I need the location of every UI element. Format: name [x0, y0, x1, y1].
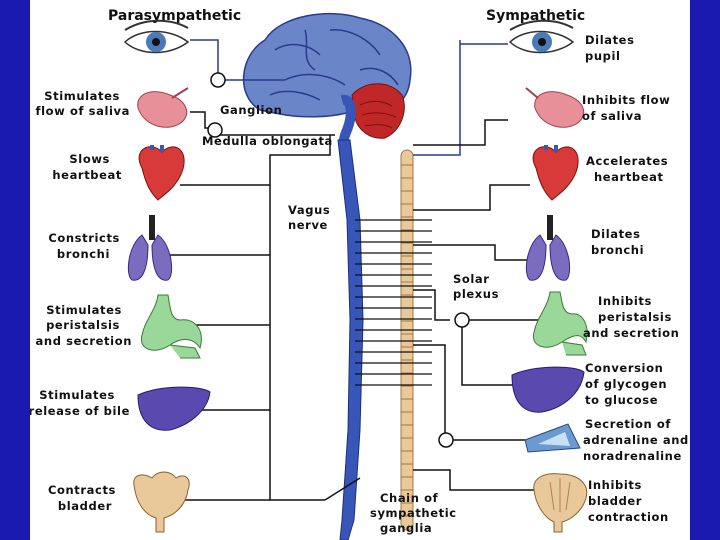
stomach-left	[140, 294, 202, 359]
brain-illustration	[243, 12, 412, 141]
left-label-gut-3: and secretion	[36, 334, 132, 348]
left-label-gut-2: peristalsis	[46, 318, 120, 332]
sympathetic-chain	[400, 149, 414, 531]
sympathetic-header: Sympathetic	[486, 8, 585, 24]
eye-left	[123, 19, 190, 54]
right-label-adrenaline-3: noradrenaline	[583, 449, 682, 463]
right-label-bladder-3: contraction	[588, 510, 669, 524]
right-label-saliva-1: Inhibits flow	[582, 93, 670, 107]
right-label-glycogen-3: to glucose	[585, 393, 658, 407]
left-label-bronchi-1: Constricts	[48, 231, 120, 245]
vagus-nerve-label-1: Vagus	[288, 203, 330, 217]
bladder-left	[133, 471, 190, 533]
adrenal-gland-right	[524, 423, 581, 453]
right-label-bladder-2: bladder	[588, 494, 642, 508]
chain-label-2: sympathetic	[370, 506, 457, 520]
solar-plexus-label-1: Solar	[453, 272, 490, 286]
liver-left	[137, 386, 211, 431]
right-label-pupil-1: Dilates	[585, 33, 635, 47]
right-label-gut-3: and secretion	[583, 326, 679, 340]
lungs-right	[525, 215, 571, 281]
solar-plexus-label-2: plexus	[453, 287, 499, 301]
right-label-bronchi-2: bronchi	[591, 243, 644, 257]
left-label-saliva-2: flow of saliva	[35, 104, 130, 118]
right-label-heart-1: Accelerates	[586, 154, 668, 168]
salivary-gland-left	[137, 87, 189, 128]
left-labels: Stimulates flow of saliva Slows heartbea…	[30, 89, 132, 513]
right-label-pupil-2: pupil	[585, 49, 621, 63]
right-label-heart-2: heartbeat	[594, 170, 664, 184]
left-label-bile-2: release of bile	[30, 404, 130, 418]
left-label-bronchi-2: bronchi	[57, 247, 110, 261]
left-label-bile-1: Stimulates	[39, 388, 115, 402]
autonomic-nervous-system-diagram: Parasympathetic Sympathetic	[30, 8, 689, 540]
sympathetic-wiring	[413, 40, 550, 491]
diagram-stage: Parasympathetic Sympathetic	[30, 0, 690, 540]
salivary-gland-right	[525, 87, 585, 128]
ganglion-eye-left	[210, 72, 226, 88]
chain-label-3: ganglia	[380, 521, 432, 535]
right-label-gut-1: Inhibits	[598, 294, 652, 308]
solar-plexus-ganglion	[454, 312, 470, 328]
eye-right	[508, 19, 575, 54]
right-label-glycogen-2: of glycogen	[585, 377, 667, 391]
nerve-ladder	[355, 219, 432, 386]
medulla-oblongata-label: Medulla oblongata	[202, 134, 333, 148]
right-label-bronchi-1: Dilates	[591, 227, 641, 241]
left-label-gut-1: Stimulates	[46, 303, 122, 317]
vagus-nerve-label-2: nerve	[288, 218, 328, 232]
right-label-glycogen-1: Conversion	[585, 361, 663, 375]
heart-left	[138, 145, 185, 201]
bladder-right	[533, 473, 588, 533]
left-label-heart-2: heartbeat	[52, 168, 122, 182]
stomach-right	[532, 291, 588, 356]
right-labels: Dilates pupil Inhibits flow of saliva Ac…	[582, 33, 689, 524]
parasympathetic-header: Parasympathetic	[108, 8, 241, 24]
left-label-heart-1: Slows	[69, 152, 110, 166]
right-label-gut-2: peristalsis	[598, 310, 672, 324]
heart-right	[532, 145, 579, 201]
right-label-saliva-2: of saliva	[582, 109, 642, 123]
spinal-cord	[337, 139, 364, 540]
left-label-bladder-2: bladder	[58, 499, 112, 513]
lungs-left	[127, 215, 173, 281]
adrenal-ganglion	[438, 432, 454, 448]
left-label-bladder-1: Contracts	[48, 483, 116, 497]
ganglion-label: Ganglion	[220, 103, 282, 117]
chain-label-1: Chain of	[380, 491, 439, 505]
right-label-adrenaline-2: adrenaline and	[583, 433, 689, 447]
right-label-bladder-1: Inhibits	[588, 478, 642, 492]
ganglion-saliva-left	[207, 122, 223, 138]
left-label-saliva-1: Stimulates	[44, 89, 120, 103]
right-label-adrenaline-1: Secretion of	[585, 417, 671, 431]
liver-right	[511, 366, 585, 413]
